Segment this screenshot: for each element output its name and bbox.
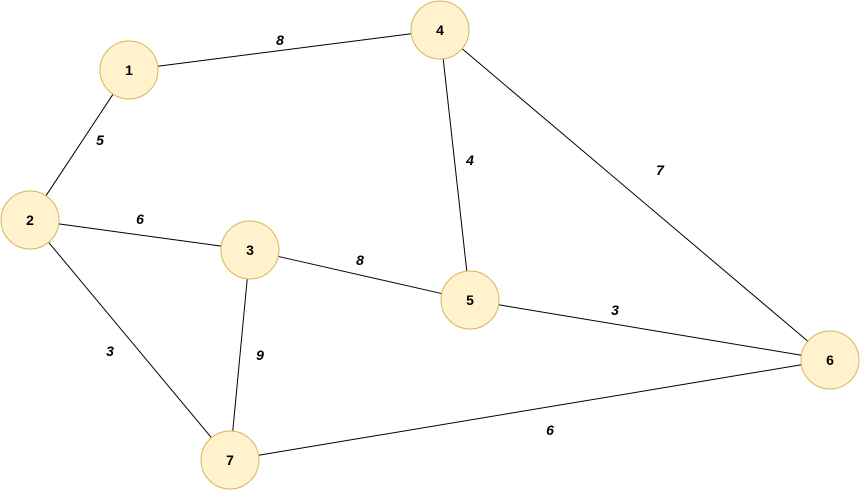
edge-weight-4-5: 4	[465, 152, 474, 168]
edge-7-6	[258, 364, 802, 456]
edge-weight-1-2: 5	[96, 132, 104, 148]
edge-weight-7-6: 6	[546, 422, 554, 438]
edge-weight-5-6: 3	[611, 302, 619, 318]
node-label-3: 3	[246, 242, 254, 258]
node-7: 7	[200, 430, 260, 490]
edge-weight-3-5: 8	[356, 252, 364, 268]
node-label-2: 2	[26, 212, 34, 228]
node-5: 5	[440, 270, 500, 330]
node-2: 2	[0, 190, 60, 250]
node-4: 4	[410, 0, 470, 60]
edge-4-6	[461, 48, 809, 342]
node-circle-5	[440, 270, 500, 330]
edge-5-6	[498, 304, 802, 356]
edges-layer	[45, 33, 809, 456]
edge-weight-2-3: 6	[136, 211, 144, 227]
edge-2-3	[58, 223, 222, 247]
node-6: 6	[800, 330, 860, 390]
edge-1-4	[157, 33, 412, 67]
edge-weight-2-7: 3	[106, 343, 114, 359]
node-label-1: 1	[125, 62, 133, 78]
edge-3-5	[278, 255, 442, 295]
node-label-5: 5	[466, 292, 474, 308]
node-circle-1	[99, 40, 159, 100]
edge-weight-1-4: 8	[276, 32, 284, 48]
edge-4-5	[442, 58, 468, 272]
node-circle-7	[200, 430, 260, 490]
edge-2-7	[48, 241, 212, 439]
node-3: 3	[220, 220, 280, 280]
node-label-4: 4	[436, 22, 444, 38]
edge-weight-3-7: 9	[256, 347, 264, 363]
edge-3-7	[232, 278, 248, 432]
edge-1-2	[45, 93, 114, 197]
node-label-6: 6	[826, 352, 834, 368]
node-circle-4	[410, 0, 470, 60]
edge-weights-layer: 8 5 6 3 8 9 4 7 3 6	[96, 32, 665, 438]
node-circle-6	[800, 330, 860, 390]
node-circle-2	[0, 190, 60, 250]
edge-weight-4-6: 7	[656, 162, 665, 178]
node-label-7: 7	[226, 452, 234, 468]
node-1: 1	[99, 40, 159, 100]
node-circle-3	[220, 220, 280, 280]
